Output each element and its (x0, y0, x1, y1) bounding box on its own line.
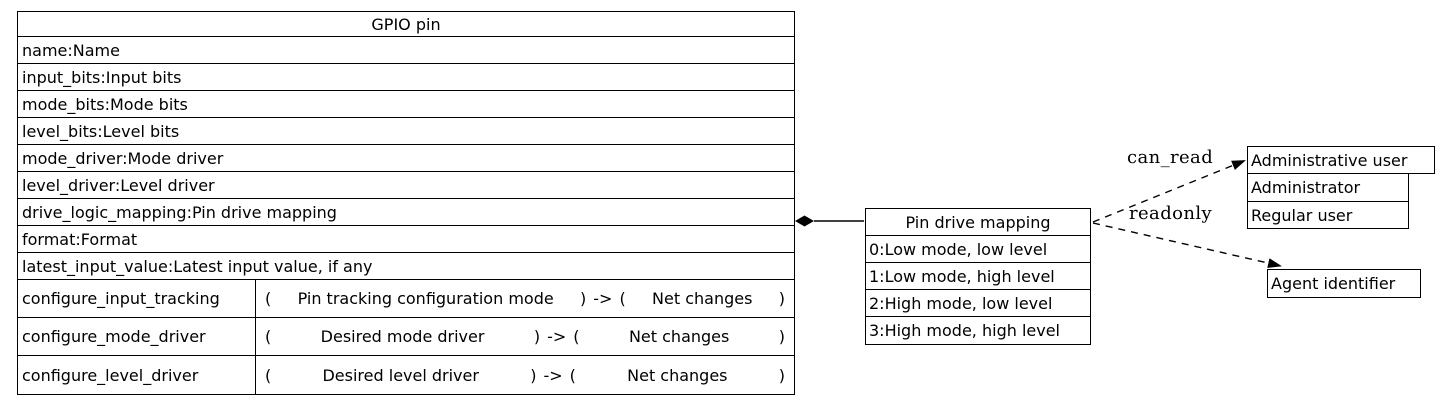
readonly-edge (1092, 222, 1282, 268)
regular-user-node: Regular user (1247, 201, 1409, 229)
paren-open: ( (569, 365, 576, 385)
gpio-method-configure-level-driver: configure_level_driver ( Desired level d… (18, 356, 794, 394)
readonly-edge-label: readonly (1129, 203, 1213, 224)
method-name: configure_mode_driver (18, 318, 256, 355)
gpio-pin-node: GPIO pin name:Name input_bits:Input bits… (17, 11, 795, 395)
paren-open: ( (573, 327, 580, 346)
paren-close: ) (533, 327, 541, 346)
method-result: Net changes (628, 327, 730, 346)
gpio-attr-drive-logic-mapping: drive_logic_mapping:Pin drive mapping (18, 199, 794, 226)
gpio-attr-mode-driver: mode_driver:Mode driver (18, 145, 794, 172)
can-read-edge-label: can_read (1127, 147, 1214, 168)
gpio-attr-level-bits: level_bits:Level bits (18, 118, 794, 145)
pin-drive-mapping-row-2: 2:High mode, low level (866, 290, 1090, 317)
paren-open: ( (265, 327, 272, 346)
administrative-user-node: Administrative user (1247, 146, 1435, 174)
paren-close: ) (778, 289, 785, 308)
method-signature: ( Desired mode driver ) -> ( Net changes… (256, 318, 794, 355)
gpio-method-configure-mode-driver: configure_mode_driver ( Desired mode dri… (18, 318, 794, 356)
gpio-attr-level-driver: level_driver:Level driver (18, 172, 794, 199)
paren-close: ) (778, 365, 786, 385)
arrow-operator: -> (543, 365, 563, 385)
paren-close: ) (580, 289, 587, 308)
method-signature: ( Pin tracking configuration mode ) -> (… (256, 280, 794, 317)
gpio-attr-format: format:Format (18, 226, 794, 253)
administrator-node: Administrator (1247, 173, 1409, 202)
pin-drive-mapping-row-1: 1:Low mode, high level (866, 263, 1090, 290)
agent-identifier-node: Agent identifier (1267, 269, 1421, 298)
paren-close: ) (778, 327, 785, 346)
pin-drive-mapping-node: Pin drive mapping 0:Low mode, low level … (865, 208, 1091, 345)
gpio-attr-mode-bits: mode_bits:Mode bits (18, 91, 794, 118)
method-param: Pin tracking configuration mode (297, 289, 554, 308)
gpio-method-configure-input-tracking: configure_input_tracking ( Pin tracking … (18, 280, 794, 318)
method-result: Net changes (652, 289, 753, 308)
method-result: Net changes (627, 365, 728, 385)
pin-drive-mapping-row-3: 3:High mode, high level (869, 321, 1060, 340)
pin-drive-mapping-title: Pin drive mapping (866, 209, 1090, 236)
arrow-operator: -> (547, 327, 567, 346)
gpio-pin-title: GPIO pin (18, 12, 794, 37)
pin-drive-mapping-row-0: 0:Low mode, low level (866, 236, 1090, 263)
method-param: Desired level driver (322, 365, 479, 385)
gpio-attr-name: name:Name (18, 37, 794, 64)
paren-close: ) (530, 365, 537, 385)
gpio-attr-input-bits: input_bits:Input bits (18, 64, 794, 91)
paren-open: ( (619, 289, 626, 308)
paren-open: ( (265, 365, 272, 385)
method-signature: ( Desired level driver ) -> ( Net change… (256, 356, 794, 394)
arrow-operator: -> (593, 289, 613, 308)
method-name: configure_level_driver (18, 356, 256, 394)
paren-open: ( (265, 289, 272, 308)
method-param: Desired mode driver (320, 327, 485, 346)
method-name: configure_input_tracking (18, 280, 256, 317)
composition-diamond-icon (795, 215, 814, 227)
gpio-attr-latest-input-value: latest_input_value:Latest input value, i… (18, 253, 794, 280)
